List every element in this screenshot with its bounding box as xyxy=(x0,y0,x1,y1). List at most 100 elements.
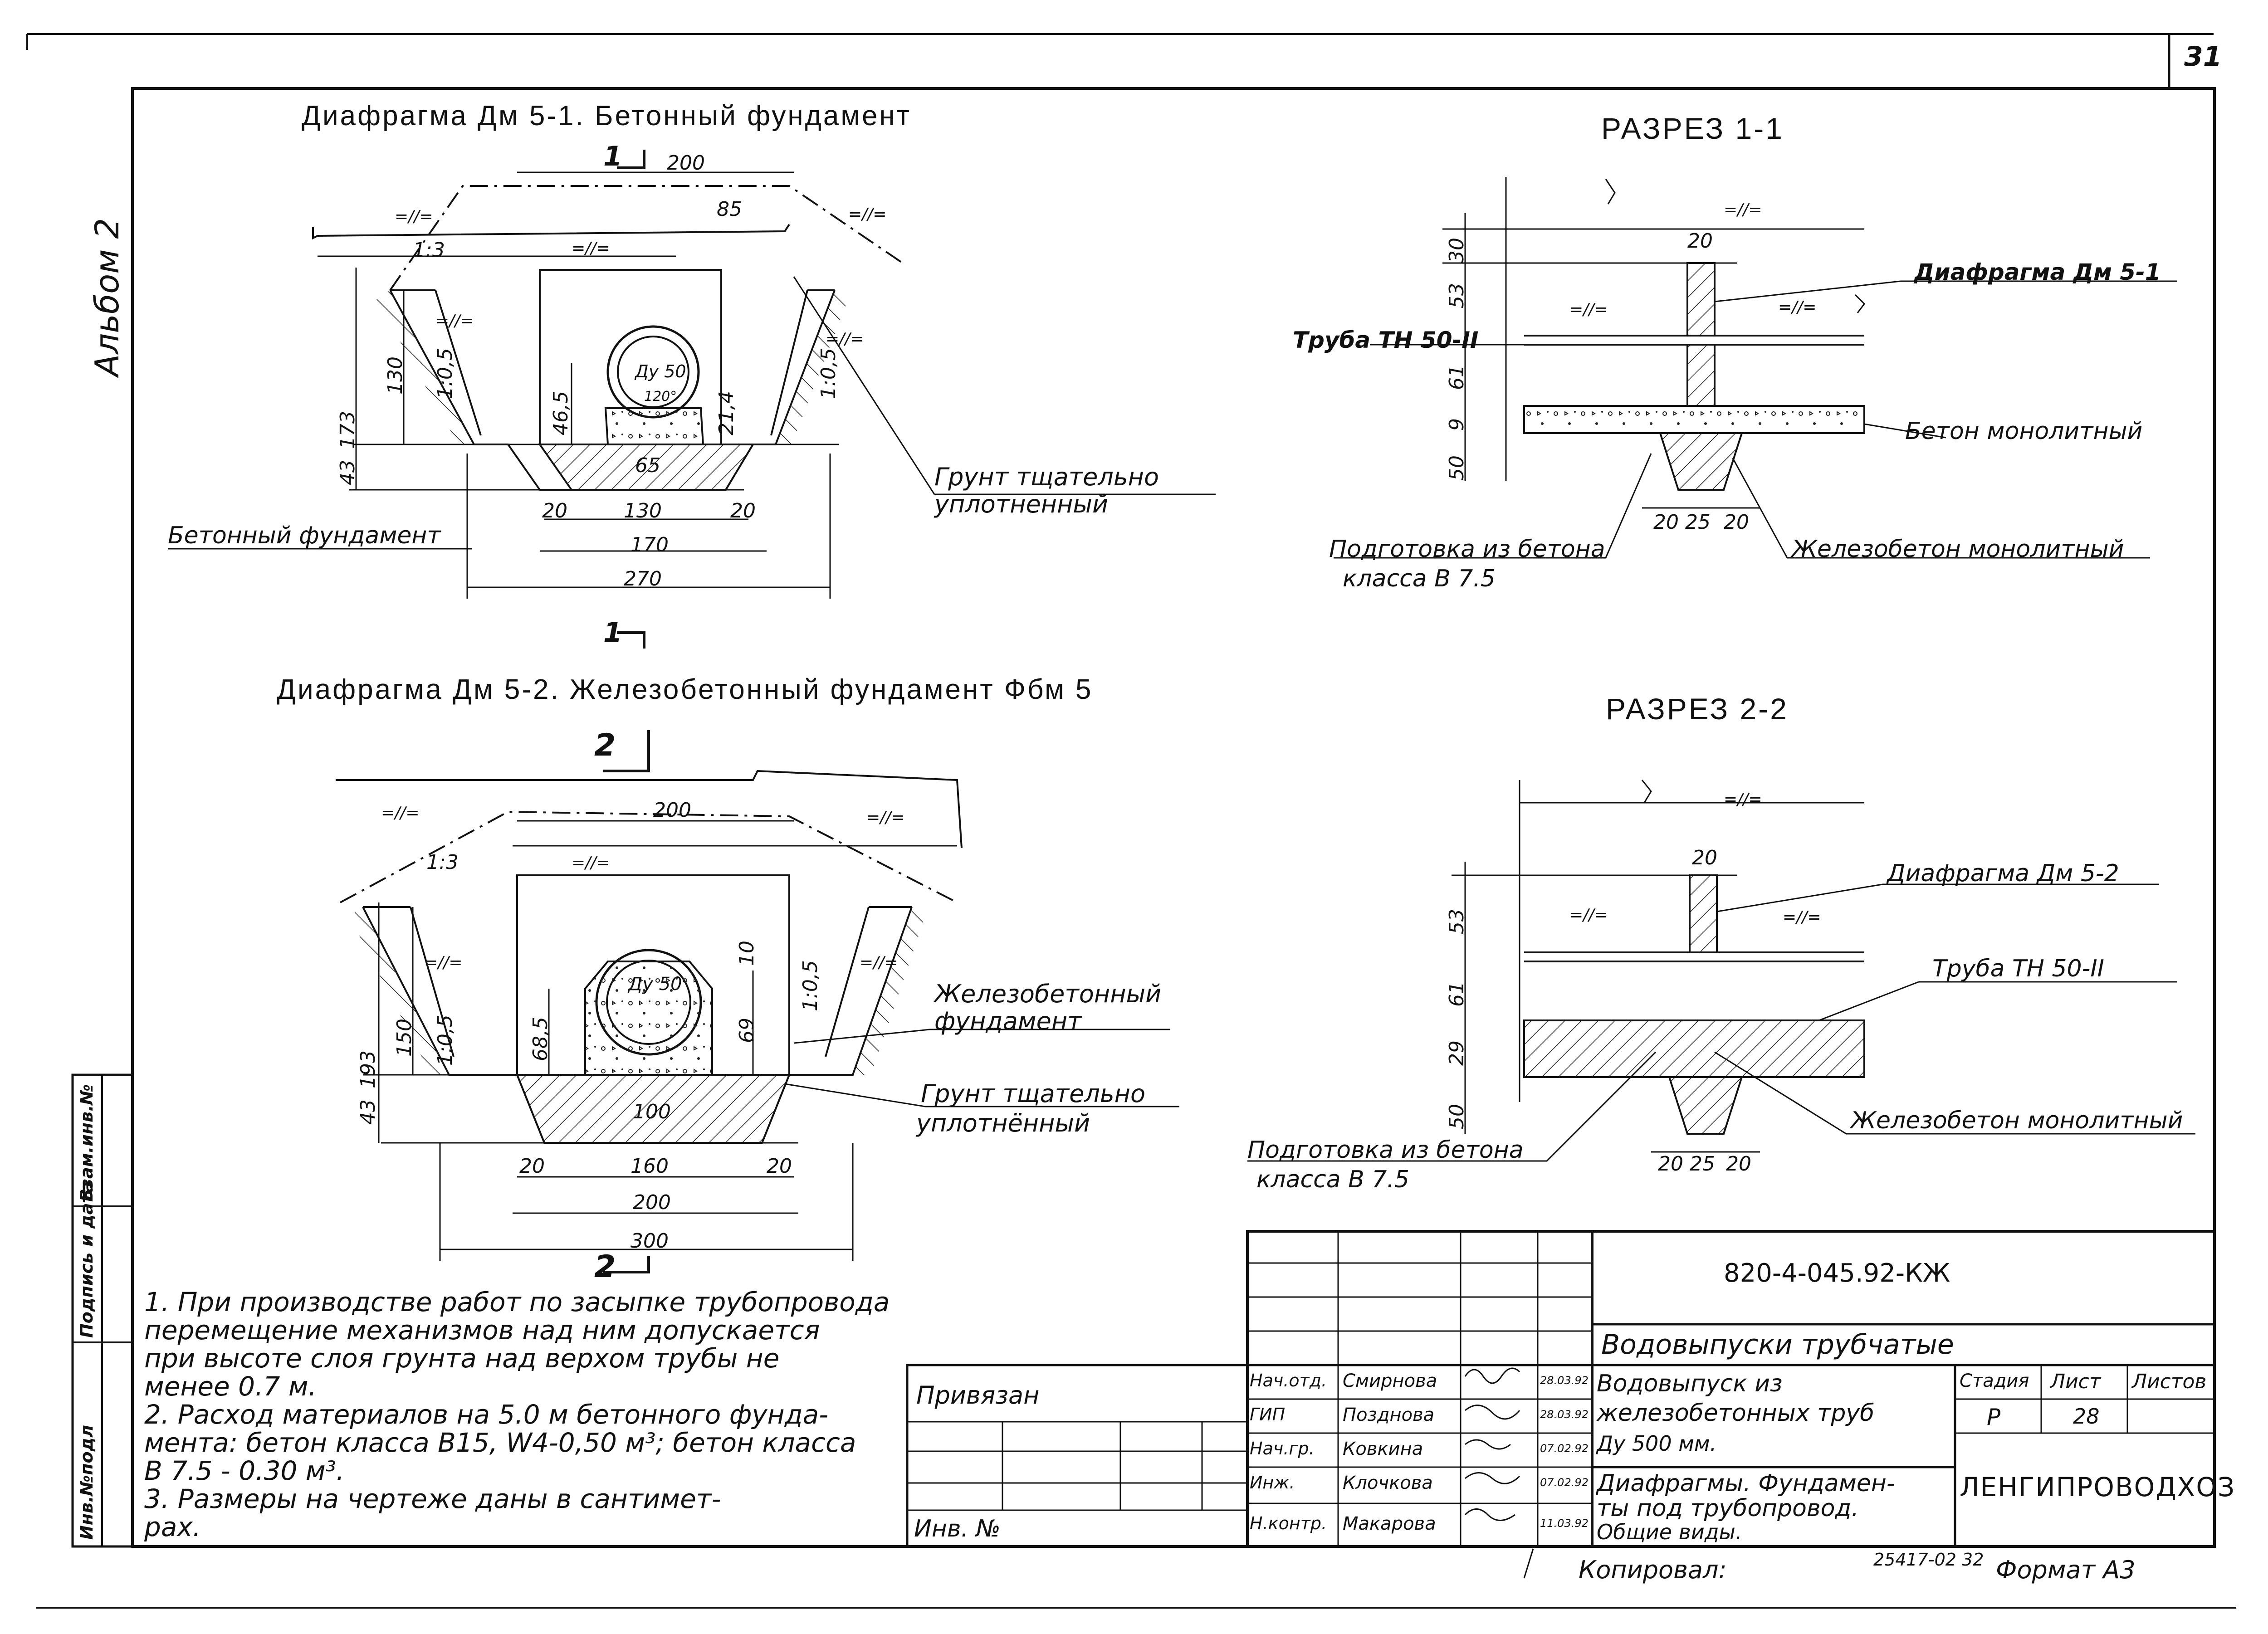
s1-dim-9: 9 xyxy=(1445,418,1468,431)
dm5-1-foundation-label: Бетонный фундамент xyxy=(168,522,441,549)
general-notes: 1. При производстве работ по засыпке тру… xyxy=(144,1288,924,1541)
page-number: 31 xyxy=(2184,41,2222,73)
sheet-title-1: Диафрагмы. Фундамен- xyxy=(1597,1470,1895,1497)
note-line: перемещение механизмов над ним допускает… xyxy=(144,1315,820,1346)
note-line: мента: бетон класса В15, W4-0,50 м³; бет… xyxy=(144,1427,856,1458)
dm5-2-foundation-label-1: Железобетонный xyxy=(934,980,1162,1008)
dm5-1-dim-65: 65 xyxy=(635,454,660,477)
dm5-1-fill-center: =//= xyxy=(572,239,610,258)
dm5-2-slope-left: 1:3 xyxy=(426,851,459,874)
title-block-grid xyxy=(906,1230,2216,1579)
dm5-1-dim-20a: 20 xyxy=(542,499,567,522)
note-line: рах. xyxy=(144,1512,201,1542)
note-line: 1. При производстве работ по засыпке тру… xyxy=(144,1287,890,1317)
sheet-title-2: ты под трубопровод. xyxy=(1597,1495,1859,1522)
organization: ЛЕНГИПРОВОДХОЗ xyxy=(1960,1472,2236,1502)
s1-dim-50: 50 xyxy=(1445,455,1468,481)
bound-label: Привязан xyxy=(916,1381,1040,1410)
s1-label-prep-1: Подготовка из бетона xyxy=(1329,536,1605,563)
dm5-1-soil-label-2: уплотненный xyxy=(934,490,1109,518)
date-5: 11.03.92 xyxy=(1540,1517,1589,1530)
copied-label: Копировал: xyxy=(1579,1556,1727,1584)
s2-dim-25: 25 xyxy=(1690,1152,1715,1176)
dm5-2-fill-left: =//= xyxy=(381,804,420,822)
dm5-2-fill-right2: =//= xyxy=(860,953,898,972)
dm5-2-view xyxy=(336,730,1179,1273)
dm5-2-dim-300: 300 xyxy=(631,1229,669,1253)
section-1-1-title: РАЗРЕЗ 1-1 xyxy=(1601,112,1784,145)
dm5-1-slope-right: 1:0,5 xyxy=(817,348,840,399)
dm5-2-dim-69: 69 xyxy=(735,1018,758,1043)
name-2: Позднова xyxy=(1343,1405,1435,1425)
s1-fill-b: =//= xyxy=(1569,300,1608,319)
dm5-1-soil-label-1: Грунт тщательно xyxy=(934,463,1159,491)
dm5-1-dim-85: 85 xyxy=(717,198,742,221)
dm5-1-dim-21-4: 21,4 xyxy=(715,391,738,435)
album-label: Альбом 2 xyxy=(88,218,126,376)
format-label: Формат А3 xyxy=(1996,1556,2136,1584)
sheet-label: Лист xyxy=(2050,1370,2101,1393)
dm5-1-fill-left: =//= xyxy=(395,207,433,226)
copy-number: 25417-02 32 xyxy=(1873,1550,1984,1570)
s2-dim-53: 53 xyxy=(1445,909,1468,934)
dm5-1-fill-right2: =//= xyxy=(826,330,864,348)
inventory-label: Инв. № xyxy=(914,1515,1001,1542)
dm5-1-section-mark-bottom: 1 xyxy=(603,617,622,649)
dm5-2-section-mark-top: 2 xyxy=(594,727,616,763)
s2-label-prep-1: Подготовка из бетона xyxy=(1247,1136,1524,1164)
dm5-2-soil-label-1: Грунт тщательно xyxy=(921,1079,1146,1108)
role-1: Нач.отд. xyxy=(1250,1371,1327,1390)
note-line: при высоте слоя грунта над верхом трубы … xyxy=(144,1343,780,1374)
note-line: В 7.5 - 0.30 м³. xyxy=(144,1455,345,1486)
stamp-inv-label: Инв.№подл xyxy=(77,1424,97,1540)
dm5-2-dim-100: 100 xyxy=(633,1100,671,1123)
section-2-2-title: РАЗРЕЗ 2-2 xyxy=(1606,692,1789,726)
s1-fill-c: =//= xyxy=(1778,298,1817,317)
s2-dim-20b: 20 xyxy=(1726,1152,1751,1176)
name-4: Клочкова xyxy=(1343,1473,1433,1493)
section-1-1-view xyxy=(1334,177,2177,559)
dm5-2-dim-10: 10 xyxy=(735,941,758,966)
dm5-2-dim-20b: 20 xyxy=(767,1155,792,1178)
dm5-1-dim-200: 200 xyxy=(667,151,705,175)
s1-dim-61: 61 xyxy=(1445,365,1468,390)
dm5-2-fill-mid: =//= xyxy=(424,953,463,972)
note-line: 3. Размеры на чертеже даны в сантимет- xyxy=(144,1483,721,1514)
dm5-2-dim-160: 160 xyxy=(631,1155,669,1178)
s1-label-concrete: Бетон монолитный xyxy=(1905,418,2143,445)
dm5-2-fill-right: =//= xyxy=(866,808,905,827)
dm5-1-dim-43: 43 xyxy=(336,460,359,485)
dm5-2-dim-43: 43 xyxy=(357,1099,380,1125)
s1-label-prep-2: класса В 7.5 xyxy=(1343,565,1496,592)
name-1: Смирнова xyxy=(1343,1371,1437,1391)
role-2: ГИП xyxy=(1250,1405,1286,1424)
date-4: 07.02.92 xyxy=(1540,1476,1589,1489)
dm5-1-section-mark-top: 1 xyxy=(603,141,622,172)
date-3: 07.02.92 xyxy=(1540,1442,1589,1455)
s2-dim-61: 61 xyxy=(1445,981,1468,1007)
s1-dim-25: 25 xyxy=(1685,511,1711,534)
note-line: менее 0.7 м. xyxy=(144,1371,317,1402)
s2-fill-c: =//= xyxy=(1783,908,1821,927)
dm5-1-fill-mid: =//= xyxy=(435,312,474,330)
s1-label-diaphragm: Диафрагма Дм 5-1 xyxy=(1914,259,2161,285)
dm5-2-pipe: Ду 50 xyxy=(628,974,682,995)
date-2: 28.03.92 xyxy=(1540,1408,1589,1421)
name-3: Ковкина xyxy=(1343,1439,1423,1459)
s1-label-pipe: Труба ТН 50-II xyxy=(1293,327,1479,353)
role-4: Инж. xyxy=(1250,1473,1295,1493)
project-name: Водовыпуски трубчатые xyxy=(1601,1329,1954,1361)
object-line-3: Ду 500 мм. xyxy=(1597,1431,1717,1456)
dm5-1-fill-right: =//= xyxy=(848,205,887,224)
dm5-1-dim-46-5: 46,5 xyxy=(549,391,572,435)
s1-dim-30: 30 xyxy=(1445,238,1468,263)
s2-dim-20a: 20 xyxy=(1658,1152,1683,1176)
s1-dim-20b: 20 xyxy=(1724,511,1749,534)
dm5-2-slope-body: 1:0,5 xyxy=(434,1015,457,1066)
dm5-1-angle: 120° xyxy=(644,389,677,405)
s2-dim-50: 50 xyxy=(1445,1104,1468,1129)
sheet-title-3: Общие виды. xyxy=(1597,1520,1742,1544)
s2-label-prep-2: класса В 7.5 xyxy=(1256,1166,1409,1193)
s2-fill-b: =//= xyxy=(1569,906,1608,924)
